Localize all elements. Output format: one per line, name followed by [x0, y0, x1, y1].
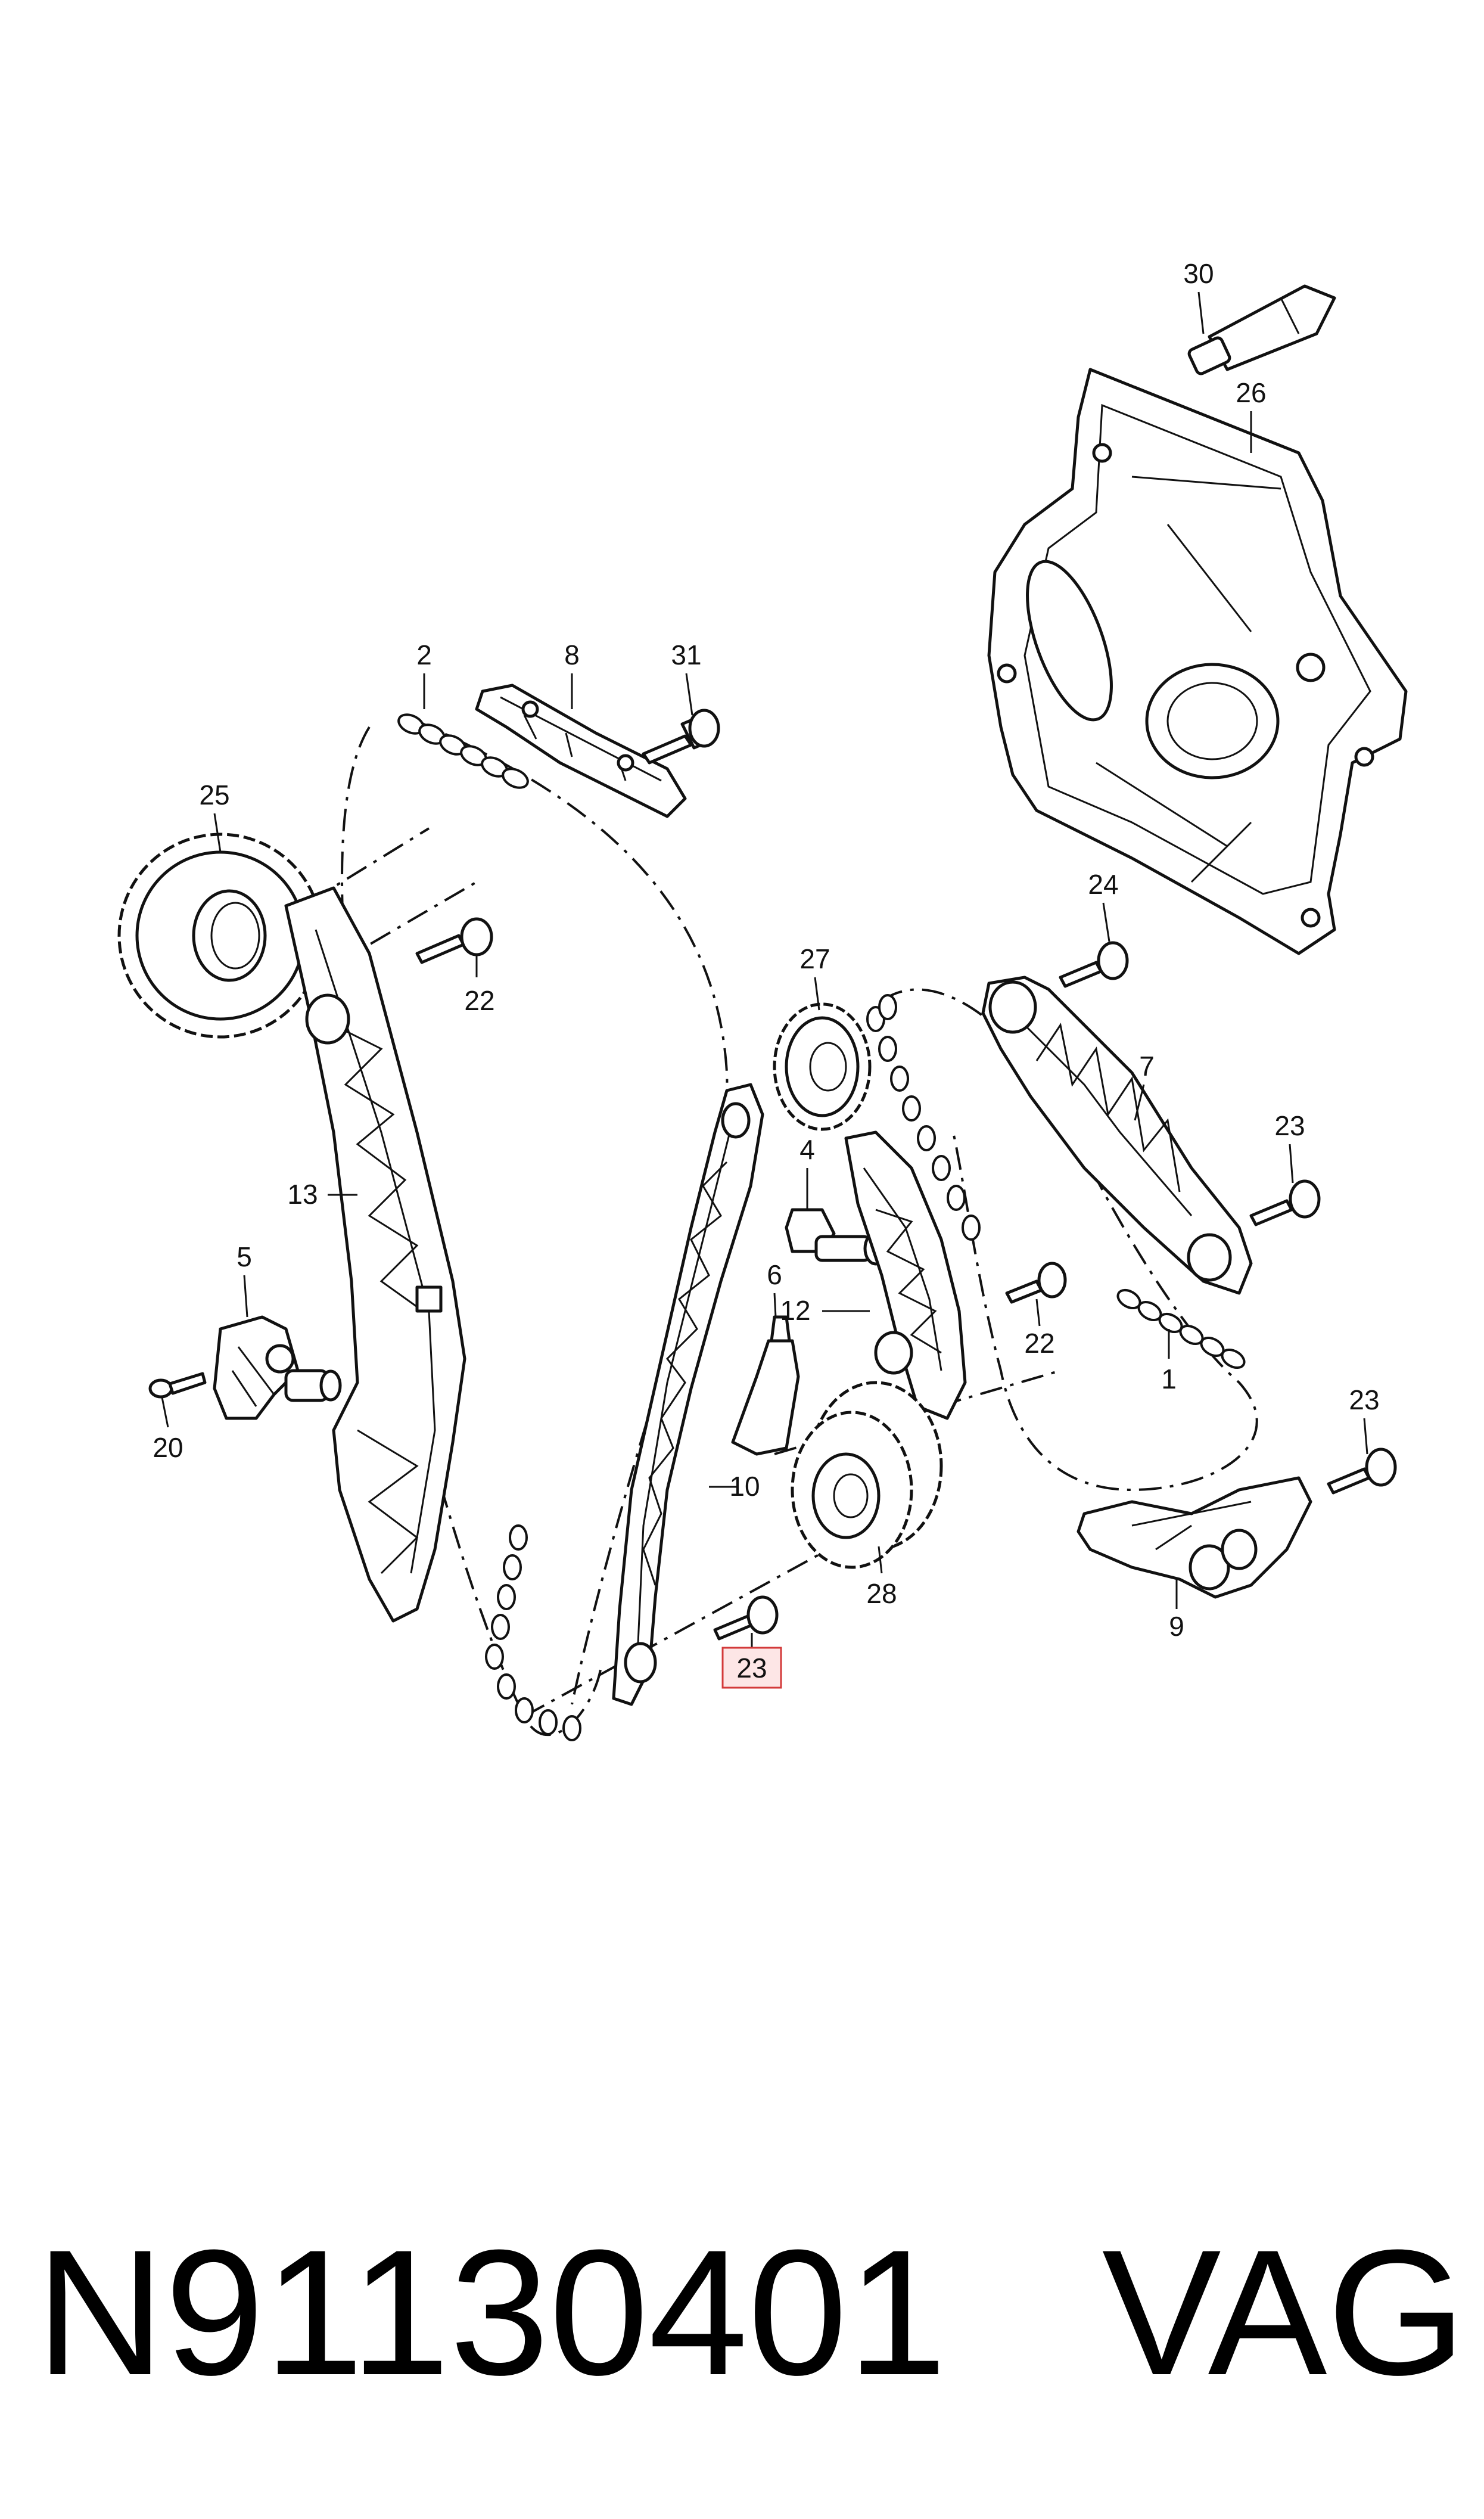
bolt-23-lower-part — [713, 1595, 779, 1641]
bolt-22-lower-part — [1005, 1262, 1067, 1304]
callout-23-highlighted: 23 — [736, 1653, 767, 1684]
callout-22-upper: 22 — [464, 985, 494, 1016]
callout-31: 31 — [671, 639, 701, 670]
callout-27: 27 — [799, 943, 830, 974]
bolt-23-right-part — [1327, 1448, 1397, 1495]
small-sprocket-part — [773, 1002, 872, 1131]
callout-13: 13 — [287, 1179, 318, 1210]
bolt-24-part — [1059, 941, 1129, 988]
callout-30: 30 — [1183, 258, 1214, 289]
bolt-23-upper-part — [1249, 1179, 1321, 1226]
timing-cover-part — [987, 368, 1408, 955]
callout-4: 4 — [799, 1134, 815, 1165]
callout-22-lower: 22 — [1024, 1328, 1054, 1359]
bolt-31-part — [642, 709, 720, 765]
callout-5: 5 — [237, 1241, 252, 1272]
bolt-20-part — [148, 1372, 207, 1399]
callout-6: 6 — [767, 1259, 782, 1290]
callout-12: 12 — [780, 1295, 810, 1326]
center-tensioner-guide-part — [844, 1130, 967, 1420]
left-guide-rail-part — [612, 1083, 764, 1706]
callout-2: 2 — [416, 639, 432, 670]
upper-chain-guide-part — [475, 684, 687, 818]
brand-label: VAG — [1102, 2212, 1466, 2412]
left-tensioner-rail-part — [284, 886, 466, 1623]
secondary-chain-segment-part — [866, 994, 981, 1241]
callout-10: 10 — [729, 1471, 760, 1502]
chain-guide-dashes — [273, 827, 1061, 1717]
callout-23-upper: 23 — [1274, 1110, 1305, 1141]
callout-7: 7 — [1139, 1051, 1155, 1082]
callout-23-right: 23 — [1349, 1384, 1379, 1415]
callout-8: 8 — [564, 639, 580, 670]
callout-1: 1 — [1161, 1363, 1177, 1394]
bolt-22-upper-part — [415, 917, 493, 964]
callout-26: 26 — [1236, 377, 1266, 408]
upper-chain-segment-part — [397, 713, 529, 789]
lower-guide-rail-part — [1077, 1476, 1312, 1599]
right-chain-segment-part — [1116, 1288, 1246, 1369]
leader-lines — [161, 291, 1368, 1654]
callout-25: 25 — [199, 779, 229, 810]
camshaft-sprocket-left-part — [117, 833, 323, 1039]
part-number-label: N91130401 — [36, 2212, 947, 2412]
right-tensioner-rail-part — [981, 976, 1253, 1295]
chain-tensioner-part — [213, 1315, 342, 1420]
callout-20: 20 — [153, 1432, 183, 1463]
crankshaft-sprocket-part — [791, 1381, 943, 1569]
sealant-tube-part — [1187, 284, 1336, 375]
callout-labels: 30 26 2 8 31 25 22 24 27 7 13 4 23 5 6 1… — [153, 258, 1379, 1684]
lower-chain-segment-part — [485, 1524, 581, 1741]
highlighted-callout-box — [721, 1647, 782, 1689]
callout-9: 9 — [1169, 1611, 1184, 1642]
callout-24: 24 — [1088, 869, 1118, 900]
tensioner-pad-part — [731, 1315, 800, 1456]
callout-28: 28 — [866, 1578, 897, 1609]
